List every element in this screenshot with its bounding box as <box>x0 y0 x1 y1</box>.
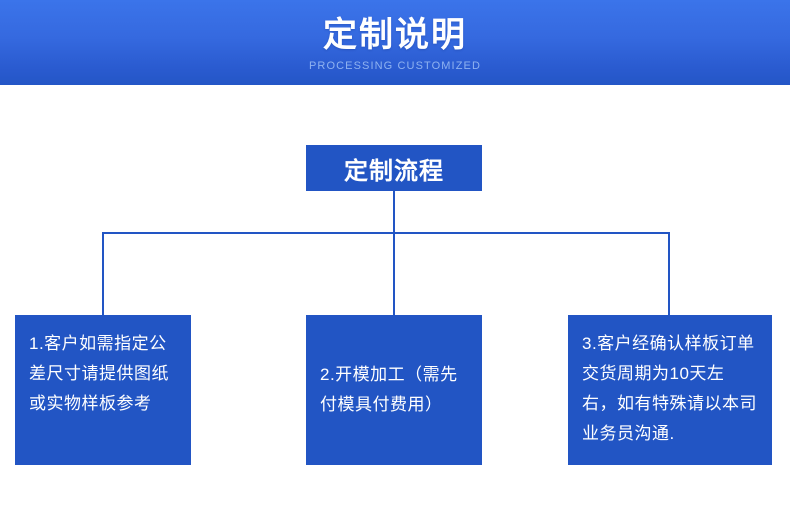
connector-rail-horizontal <box>102 232 670 234</box>
flow-step-node-2: 2.开模加工（需先付模具付费用） <box>306 315 482 465</box>
connector-stem-vertical <box>393 191 395 233</box>
connector-drop-step-1 <box>102 232 104 315</box>
connector-drop-step-3 <box>668 232 670 315</box>
process-flowchart: 定制流程 1.客户如需指定公差尺寸请提供图纸或实物样板参考 2.开模加工（需先付… <box>0 85 790 516</box>
flow-step-node-3: 3.客户经确认样板订单交货周期为10天左右，如有特殊请以本司业务员沟通. <box>568 315 772 465</box>
flow-step-text-2: 2.开模加工（需先付模具付费用） <box>320 365 458 414</box>
flow-root-node: 定制流程 <box>306 145 482 191</box>
flow-step-text-3: 3.客户经确认样板订单交货周期为10天左右，如有特殊请以本司业务员沟通. <box>582 334 757 443</box>
flow-step-node-1: 1.客户如需指定公差尺寸请提供图纸或实物样板参考 <box>15 315 191 465</box>
banner-content: 定制说明 PROCESSING CUSTOMIZED <box>0 0 790 85</box>
flow-root-label: 定制流程 <box>344 157 444 185</box>
page-subtitle: PROCESSING CUSTOMIZED <box>308 59 482 72</box>
page-header-banner: 定制说明 PROCESSING CUSTOMIZED <box>0 0 790 85</box>
flow-step-text-1: 1.客户如需指定公差尺寸请提供图纸或实物样板参考 <box>29 334 169 413</box>
page-title: 定制说明 <box>323 15 467 54</box>
connector-drop-step-2 <box>393 232 395 315</box>
